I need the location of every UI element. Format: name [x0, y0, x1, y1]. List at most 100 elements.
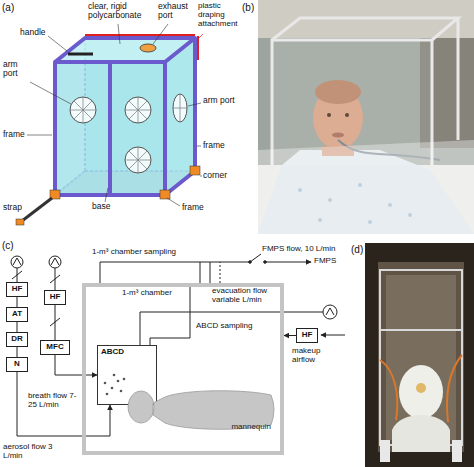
part-label: handle [20, 28, 46, 37]
schematic-wiring [11, 256, 23, 268]
leader-line [27, 135, 52, 136]
photo-box-top-view [365, 243, 474, 467]
schematic-wiring [250, 254, 261, 262]
photo-box-top-view [392, 415, 450, 452]
arm-port [125, 97, 151, 123]
arm-port [125, 147, 151, 173]
photo-box-top-view [365, 243, 474, 467]
handle [68, 53, 93, 56]
mannequin-shape: mannequin [125, 383, 277, 435]
schematic-wiring [210, 262, 211, 283]
aerosol-particles [113, 374, 116, 377]
photo-box-top-view [380, 329, 462, 331]
flow-line [55, 355, 97, 375]
photo-mannequin-in-box [272, 40, 432, 165]
arm-port [125, 97, 151, 123]
photo-mannequin-in-box [258, 0, 474, 234]
part-label: breath flow 7-25 L/min [28, 392, 78, 410]
part-label: clear, rigid polycarbonate [88, 2, 154, 21]
leader-line [199, 34, 203, 38]
schematic-wiring [220, 262, 221, 283]
node-label: HF [302, 331, 313, 340]
strap-buckle [16, 219, 24, 225]
schematic-wiring [323, 305, 337, 319]
aerosol-particles [104, 382, 107, 385]
flow-line [17, 347, 18, 357]
panel-letter: (c) [2, 240, 14, 251]
photo-mannequin-in-box [272, 18, 458, 40]
schematic-wiring [266, 262, 311, 263]
node-label: HF [12, 285, 23, 294]
isolation-box-illustration [55, 38, 195, 62]
instrument-box: AT [6, 307, 28, 322]
isolation-box-illustration [55, 62, 165, 195]
part-label: aerosol flow 3 L/min [3, 443, 55, 461]
aerosol-particles [111, 387, 114, 390]
node-label: ABCD [101, 348, 124, 357]
leader-line [30, 82, 71, 104]
photo-box-top-view [378, 262, 464, 452]
node-label: 1-m³ chamber [122, 289, 172, 298]
photo-mannequin-in-box [457, 18, 460, 140]
part-label: plastic draping attachment [198, 2, 238, 28]
instrument-box: N [6, 357, 28, 372]
plastic-draping-rail [85, 34, 195, 36]
instrument-box: HF [6, 282, 28, 297]
chamber-box: 1-m³ chamberABCD mannequin [82, 283, 284, 455]
schematic-wiring [100, 262, 250, 283]
panel-letter: (d) [351, 244, 363, 255]
frame-bars [108, 62, 112, 195]
isolation-box-illustration [16, 24, 203, 225]
leader-line [167, 198, 180, 206]
instrument-box: MFC [40, 340, 70, 355]
part-label: corner [203, 171, 227, 180]
part-label: 1-m³ chamber sampling [92, 248, 176, 257]
schematic-wiring [264, 261, 267, 264]
leader-line [188, 103, 201, 106]
node-label: AT [12, 310, 22, 319]
part-label: frame [3, 130, 25, 139]
arm-port [173, 94, 187, 122]
flow-line [284, 335, 296, 336]
schematic-wiring [12, 271, 22, 279]
part-label: strap [3, 203, 22, 212]
aerosol-particles [120, 390, 123, 393]
part-label: frame [182, 203, 204, 212]
leader-line [27, 24, 201, 206]
arm-port [129, 101, 147, 119]
arm-port [173, 108, 187, 109]
photo-box-top-view [380, 360, 397, 420]
flow-line [55, 305, 56, 340]
flow-line [17, 322, 18, 332]
part-label: makeup airflow [292, 347, 342, 365]
panel-letter: (b) [242, 2, 254, 13]
part-label: FMPS [314, 257, 336, 266]
part-label: ABCD sampling [196, 322, 252, 331]
node-label: DR [11, 335, 23, 344]
arm-port [74, 101, 92, 119]
leader-line [153, 24, 168, 44]
node-label: HF [50, 293, 61, 302]
part-label: arm port [3, 60, 33, 79]
schematic-wiring [13, 258, 21, 265]
leader-line [197, 146, 201, 147]
node-label: MFC [46, 343, 63, 352]
instrument-box: DR [6, 332, 28, 347]
arm-port [129, 151, 147, 169]
arm-port [74, 101, 92, 119]
schematic-wiring [51, 258, 59, 265]
arm-port [129, 151, 147, 169]
arm-port [129, 101, 147, 119]
photo-mannequin-in-box [272, 18, 458, 165]
schematic-wiring [50, 275, 60, 283]
photo-mannequin-in-box [272, 40, 432, 165]
photo-box-top-view [416, 383, 426, 393]
instrument-box: HF [44, 290, 66, 305]
node-label: N [14, 360, 20, 369]
leader-line [201, 175, 202, 177]
instrument-box: HF [296, 328, 318, 343]
arm-port [125, 147, 151, 173]
part-label: base [92, 202, 110, 211]
photo-box-top-view [452, 440, 462, 462]
